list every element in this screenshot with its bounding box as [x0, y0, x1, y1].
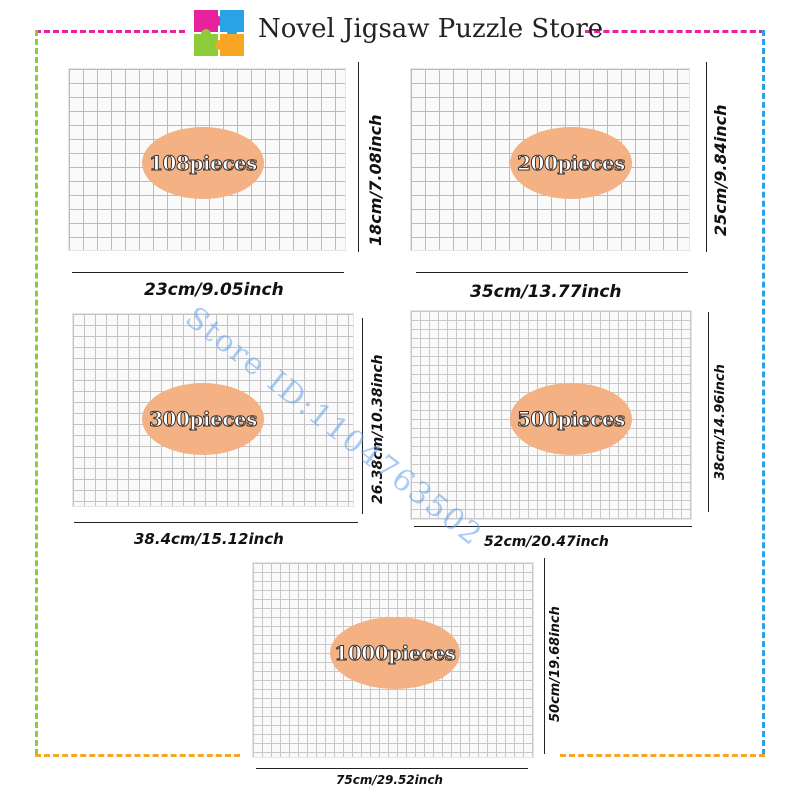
height-line-200	[706, 62, 707, 252]
height-label-500: 38cm/14.96inch	[713, 364, 728, 480]
frame-right	[762, 30, 765, 755]
width-line-108	[72, 272, 344, 273]
badge-108: 108pieces	[142, 127, 264, 199]
badge-200: 200pieces	[510, 127, 632, 199]
width-label-500: 52cm/20.47inch	[484, 534, 609, 550]
frame-bottom-right	[560, 754, 765, 757]
puzzle-108-image	[68, 68, 346, 251]
frame-top-left	[35, 30, 185, 33]
badge-300: 300pieces	[142, 383, 264, 455]
frame-top-right	[585, 30, 765, 33]
height-line-300	[362, 318, 363, 514]
height-label-108: 18cm/7.08inch	[366, 114, 385, 247]
badge-500-label: 500pieces	[517, 407, 626, 432]
width-label-108: 23cm/9.05inch	[144, 280, 284, 300]
badge-500: 500pieces	[510, 383, 632, 455]
height-label-1000: 50cm/19.68inch	[548, 606, 563, 722]
jigsaw-logo-icon	[194, 10, 244, 56]
width-label-1000: 75cm/29.52inch	[336, 773, 443, 787]
frame-left	[35, 30, 38, 755]
width-line-300	[74, 522, 358, 523]
width-line-1000	[256, 768, 528, 769]
badge-1000-label: 1000pieces	[334, 641, 457, 666]
height-line-500	[708, 312, 709, 512]
frame-bottom-left	[35, 754, 240, 757]
store-title: Novel Jigsaw Puzzle Store	[258, 14, 604, 44]
badge-1000: 1000pieces	[330, 617, 460, 689]
width-label-200: 35cm/13.77inch	[470, 282, 622, 302]
height-line-1000	[544, 558, 545, 754]
width-label-300: 38.4cm/15.12inch	[134, 530, 284, 548]
width-line-200	[416, 272, 688, 273]
height-label-200: 25cm/9.84inch	[711, 104, 730, 237]
badge-300-label: 300pieces	[149, 407, 258, 432]
badge-200-label: 200pieces	[517, 151, 626, 176]
badge-108-label: 108pieces	[149, 151, 258, 176]
width-line-500	[414, 526, 692, 527]
height-line-108	[358, 62, 359, 252]
